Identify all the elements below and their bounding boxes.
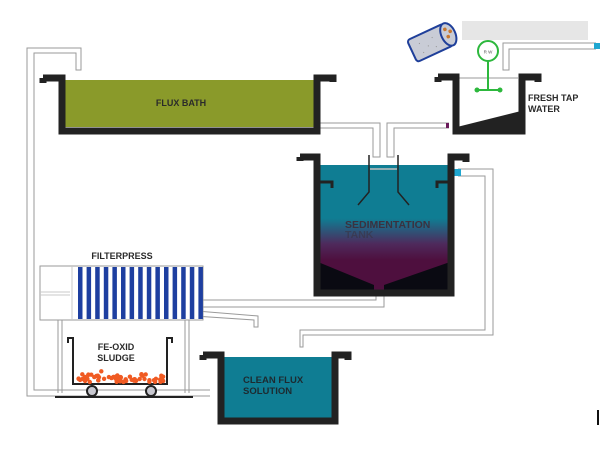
filterpress-frame <box>57 320 190 393</box>
filter-plate <box>172 267 178 319</box>
sedimentation-label-1: SEDIMENTATION <box>345 219 430 231</box>
edge-mark <box>597 410 599 425</box>
filter-plate <box>181 267 186 319</box>
fresh-tap-water-label-2: WATER <box>528 104 560 114</box>
sludge-particle <box>99 369 104 374</box>
sludge-particle <box>114 374 119 379</box>
filterpress-label: FILTERPRESS <box>91 251 152 261</box>
sludge-particle <box>87 379 93 385</box>
sludge-particle <box>109 375 114 381</box>
filter-plate <box>155 267 160 319</box>
sludge-particle <box>160 374 166 379</box>
sludge-particle <box>129 377 134 382</box>
clean-flux-liquid <box>224 357 333 418</box>
filter-plate <box>129 267 135 319</box>
fresh-tap-water-tank: FRESH TAP WATER <box>434 73 578 135</box>
filter-plate <box>86 267 92 319</box>
sludge-particle <box>86 372 91 378</box>
sludge-particle <box>137 376 142 382</box>
fresh-water-inlet-pipe <box>502 42 600 71</box>
filter-plate <box>121 267 126 319</box>
filtrate-pipe <box>73 300 259 328</box>
flux-bath-liquid <box>63 80 316 127</box>
cart-wheel-icon <box>86 385 98 397</box>
filter-plate <box>189 267 195 319</box>
cart-wheel-icon <box>145 385 157 397</box>
sludge-particle <box>147 378 152 383</box>
sludge-particle <box>80 372 85 377</box>
filter-plate <box>146 267 152 319</box>
chemical-drum-icon <box>406 22 458 63</box>
fe-oxid-label-1: FE-OXID <box>98 342 135 352</box>
filterpress: FILTERPRESS <box>39 251 204 321</box>
sludge-cart: FE-OXID SLUDGE <box>55 337 193 398</box>
sludge-particle <box>80 376 85 382</box>
sludge-particle <box>158 379 163 384</box>
flux-bath-label: FLUX BATH <box>156 98 206 108</box>
inlet-valve <box>594 43 600 49</box>
sludge-particle <box>142 376 147 382</box>
filter-plates <box>78 267 203 319</box>
svg-text:R W: R W <box>484 50 494 55</box>
sludge-particle <box>76 376 81 382</box>
flux-bath-to-sedimentation-pipe <box>318 122 381 158</box>
clean-flux-label-2: SOLUTION <box>243 386 292 397</box>
placeholder-bar <box>462 21 588 40</box>
overflow-pipe <box>299 168 494 348</box>
sludge-particle <box>95 373 101 378</box>
fresh-tap-water-label-1: FRESH TAP <box>528 93 578 103</box>
fe-oxid-sludge-pile <box>76 369 166 385</box>
return-pipe <box>26 47 210 397</box>
sludge-particle <box>96 378 101 383</box>
filter-plate <box>164 267 169 319</box>
flux-bath: FLUX BATH <box>39 74 337 135</box>
sludge-particle <box>121 379 126 385</box>
filter-plate <box>103 267 109 319</box>
filter-plate <box>198 267 203 319</box>
sludge-particle <box>134 378 139 383</box>
sedimentation-label-2: TANK <box>345 229 374 241</box>
overflow-valve <box>454 169 461 176</box>
filter-plate <box>95 267 100 319</box>
sludge-particle <box>140 373 145 378</box>
filter-plate <box>112 267 117 319</box>
sludge-particle <box>153 376 159 381</box>
clean-flux-solution-tank: CLEAN FLUX SOLUTION <box>199 351 352 425</box>
sludge-particle <box>101 376 107 381</box>
clean-flux-label-1: CLEAN FLUX <box>243 375 304 386</box>
filter-plate <box>138 267 143 319</box>
filter-plate <box>78 267 83 319</box>
fresh-water-to-sedimentation-pipe <box>386 122 449 158</box>
mixer-icon: R W <box>474 40 503 93</box>
sludge-particle <box>118 375 124 380</box>
fe-oxid-label-2: SLUDGE <box>97 353 135 363</box>
sedimentation-tank: SEDIMENTATION TANK <box>296 153 470 297</box>
